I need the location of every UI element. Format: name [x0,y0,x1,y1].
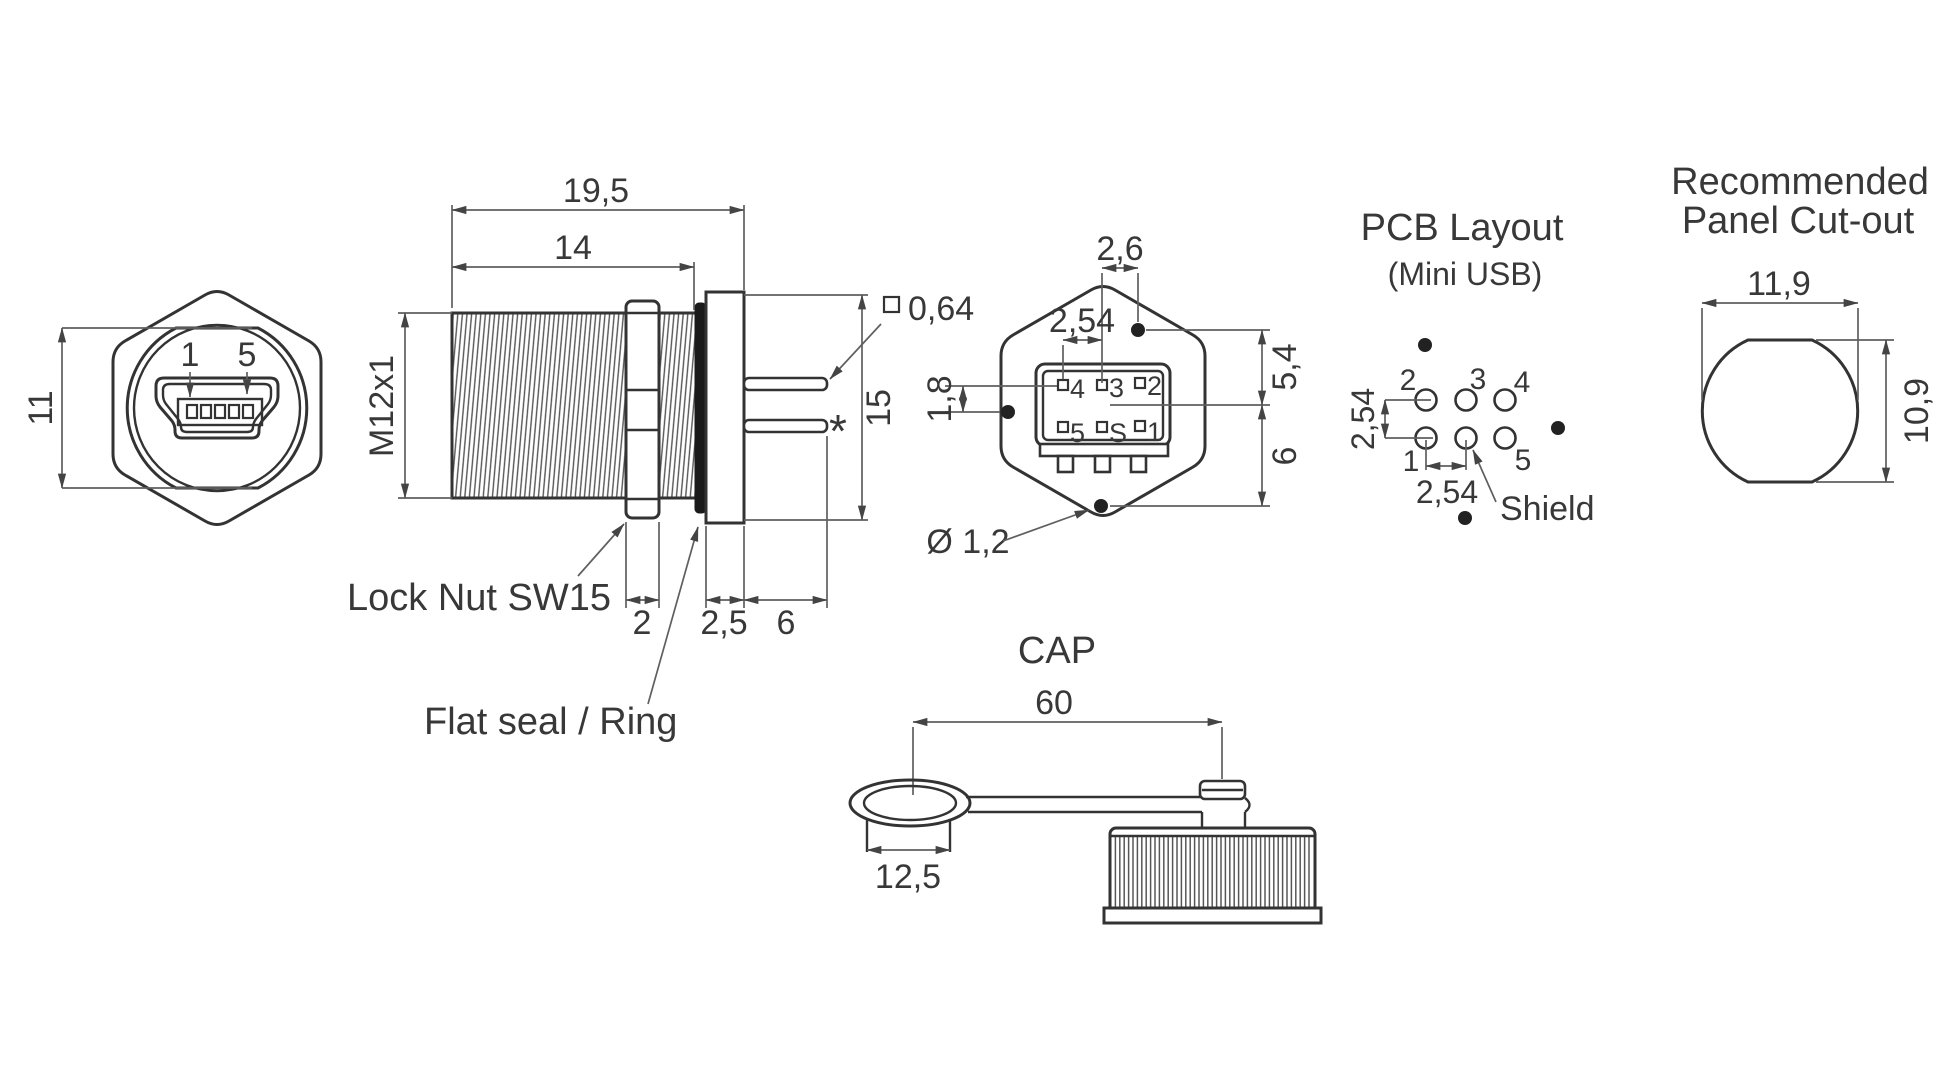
cap-strap-end-loop [1244,797,1251,813]
front-view: 1 5 11 [22,290,323,526]
flat-seal [694,302,707,514]
cap-view: CAP 60 12,5 [848,630,1323,925]
cap-ring-outer [848,778,972,828]
mini-usb-contact-block [176,397,264,427]
rear-tab-1 [1056,454,1075,474]
pcb-pad-3 [1454,388,1478,412]
dim25-text: 2,5 [700,604,747,642]
dim6-text: 6 [777,604,796,642]
thread-hatch-right [660,314,696,497]
rear-view: 4 3 2 5 S 1 2,6 2,54 1,8 5,4 6 Ø 1,2 [921,230,1304,561]
dim2-text: 2 [633,604,652,642]
thread-hatch-left [453,314,626,497]
cap-dim60-text: 60 [1035,684,1073,722]
rear-pin3-label: 3 [1109,373,1124,403]
lock-nut [624,299,661,520]
pcb-label-3: 3 [1470,363,1487,396]
dim54-text: 5,4 [1266,343,1304,390]
rear-tab-3 [1129,454,1148,474]
mini-usb-inner-profile [161,382,273,434]
hole-dia-text: Ø 1,2 [926,523,1009,561]
lock-nut-label: Lock Nut SW15 [347,577,611,619]
solder-pin-lower [742,418,829,434]
mounting-flange [704,290,746,525]
rear-pad-1 [1133,419,1147,433]
cutout-width-text: 11,9 [1747,265,1811,303]
front-body-double-d-outline [125,326,309,490]
cap-knurl-hatch [1113,836,1312,907]
solder-pin-upper [742,376,829,392]
dim26-text: 2,6 [1096,230,1143,268]
pcb-shield-label: Shield [1500,490,1595,528]
rear-pad-2 [1133,376,1147,390]
pcb-shield-hole-bottom [1458,511,1472,525]
cutout-height-text: 10,9 [1898,378,1936,444]
pcb-label-5: 5 [1515,444,1532,477]
mini-usb-outer-profile [154,376,280,440]
panel-cutout-shape [1700,338,1860,484]
rear-pad-s [1095,420,1109,434]
lock-nut-leader [577,523,625,577]
front-body-inner-circle [132,323,302,493]
dim254-text: 2,54 [1049,302,1115,340]
pcb-layout-title: PCB Layout [1361,207,1564,249]
front-pin-5 [241,403,255,420]
shield-hole-left [1001,405,1015,419]
rear-pad-4 [1056,378,1070,392]
rear-pin5-label: 5 [1070,418,1085,448]
pcb-layout: PCB Layout (Mini USB) 2 3 4 1 5 2,54 2,5… [1345,207,1595,528]
pcb-shield-hole-top [1418,338,1432,352]
pcb-rowdim-text: 2,54 [1345,388,1381,450]
dim6r-text: 6 [1266,447,1304,466]
front-dim11-text: 11 [22,390,60,425]
side-view: 19,5 14 M12x1 15 2 2,5 6 0,64 * Lock Nut… [347,172,974,743]
pcb-shield-leader [1472,449,1497,503]
shield-hole-upper-right [1131,323,1145,337]
rear-hex-outline [999,285,1207,517]
front-pin-1 [185,403,199,420]
pcb-coldim-text: 2,54 [1416,474,1478,510]
pcb-label-2: 2 [1400,364,1417,397]
rear-pin1-label: 1 [1147,417,1162,447]
panel-cutout-title-line2: Panel Cut-out [1682,200,1915,242]
front-pin-4 [227,403,241,420]
cap-bottom-rim [1102,906,1323,925]
dim195-text: 19,5 [563,172,629,210]
panel-cutout-title-line1: Recommended [1671,161,1929,203]
pin-section-leader [829,323,882,380]
pcb-shield-hole-right [1551,421,1565,435]
pcb-layout-subtitle: (Mini USB) [1388,256,1543,292]
front-pin-2 [199,403,213,420]
rear-pad-5 [1056,420,1070,434]
hole-dia-leader [1002,509,1090,542]
panel-cutout: Recommended Panel Cut-out 11,9 10,9 [1671,161,1936,484]
pcb-label-1: 1 [1403,445,1420,478]
dim18-text: 1,8 [921,375,959,422]
square-section-symbol [882,295,901,314]
rear-tab-2 [1093,454,1112,474]
cap-ring-inner [862,784,958,822]
pin-section-text: 0,64 [908,290,974,328]
cap-title: CAP [1018,630,1096,672]
pcb-label-4: 4 [1514,366,1531,399]
dim15-text: 15 [860,389,898,427]
pcb-pad-5 [1493,426,1517,450]
flat-seal-label: Flat seal / Ring [424,701,677,743]
front-pin5-label: 5 [238,336,257,374]
thread-spec-text: M12x1 [363,355,401,457]
front-pin-3 [213,403,227,420]
flat-seal-leader [647,526,699,705]
rear-pinS-label: S [1109,418,1127,448]
front-pin1-label: 1 [181,336,200,374]
shield-hole-bottom [1094,499,1108,513]
front-hex-nut-outline [111,290,323,526]
dim14-text: 14 [554,229,592,267]
rear-pin4-label: 4 [1070,374,1085,404]
footnote-asterisk: * [829,405,847,457]
cap-dim125-text: 12,5 [875,858,941,896]
rear-pin2-label: 2 [1147,371,1162,401]
pcb-pad-4 [1493,388,1517,412]
